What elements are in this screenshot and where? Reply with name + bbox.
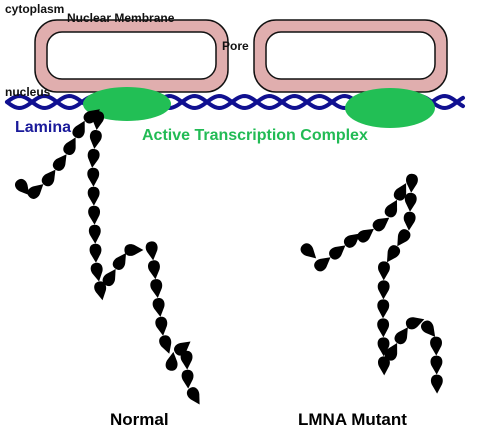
chromatin-bead (377, 318, 390, 338)
active-transcription-complex-label: Active Transcription Complex (142, 127, 368, 144)
chromatin-bead (155, 316, 168, 336)
chromatin-bead (378, 261, 390, 281)
chromatin-bead (378, 356, 390, 376)
chromatin-bead (430, 336, 442, 356)
chromatin-bead (52, 154, 67, 171)
chromatin-bead (88, 224, 101, 244)
membrane-left-inner (46, 31, 217, 80)
nuclear-membrane-label: Nuclear Membrane (67, 11, 175, 25)
chromatin-bead (90, 262, 103, 282)
nuclear-membrane (34, 19, 448, 93)
lmna-mutant-label: LMNA Mutant (298, 410, 407, 429)
chromatin-normal (14, 109, 200, 405)
chromatin-bead (397, 229, 411, 247)
chromatin-bead (430, 374, 443, 394)
chromatin-bead (377, 337, 390, 357)
chromatin-bead (386, 245, 401, 263)
chromatin-bead (174, 341, 191, 356)
chromatin-bead (72, 120, 85, 139)
chromatin-bead (430, 355, 443, 375)
chromatin-bead (159, 335, 172, 354)
chromatin-bead (405, 317, 425, 330)
chromatin-bead (343, 233, 361, 248)
chromatin-bead (41, 169, 56, 187)
chromatin-bead (403, 211, 416, 231)
chromatin-bead (112, 252, 127, 270)
chromatin-bead (94, 281, 107, 301)
chromatin-bead (27, 184, 44, 199)
chromatin-bead (89, 130, 102, 149)
chromatin-bead (186, 387, 200, 405)
chromatin-bead (377, 280, 390, 300)
chromatin-bead (87, 186, 100, 206)
transcription-complex-right (345, 88, 435, 128)
chromatin-bead (87, 148, 100, 168)
chromatin-bead (393, 183, 407, 201)
chromatin-bead (150, 279, 163, 299)
chromatin-bead (180, 350, 193, 370)
membrane-right-inner (265, 31, 436, 80)
chromatin-bead (384, 343, 398, 361)
chromatin-bead (165, 351, 178, 371)
chromatin-bead (314, 257, 331, 272)
chromatin-bead (300, 243, 317, 259)
chromatin-bead (63, 137, 76, 155)
chromatin-bead (92, 111, 105, 131)
chromatin-bead (102, 268, 116, 287)
chromatin-bead (14, 178, 30, 196)
chromatin-bead (181, 369, 194, 389)
chromatin-bead (87, 167, 100, 187)
chromatin-bead (152, 298, 165, 317)
chromatin-bead (88, 205, 101, 225)
lamina-label: Lamina (15, 119, 72, 136)
chromatin-bead (406, 173, 418, 193)
chromatin-bead (394, 327, 408, 345)
chromatin-mutant (300, 173, 443, 394)
chromatin-bead (377, 299, 390, 319)
chromatin-bead (147, 260, 160, 280)
cytoplasm-label: cytoplasm (5, 2, 65, 16)
chromatin-bead (372, 217, 390, 232)
pore-label: Pore (222, 39, 249, 53)
transcription-complex-left (83, 87, 171, 121)
chromatin-bead (357, 228, 374, 243)
chromatin-bead (421, 320, 436, 337)
normal-label: Normal (110, 410, 169, 429)
chromatin-bead (124, 244, 144, 256)
chromatin-bead (145, 241, 158, 261)
chromatin-bead (89, 243, 102, 263)
nucleus-label: nucleus (5, 85, 51, 99)
chromatin-bead (329, 245, 346, 260)
chromatin-bead (384, 199, 398, 218)
chromatin-bead (404, 192, 417, 212)
